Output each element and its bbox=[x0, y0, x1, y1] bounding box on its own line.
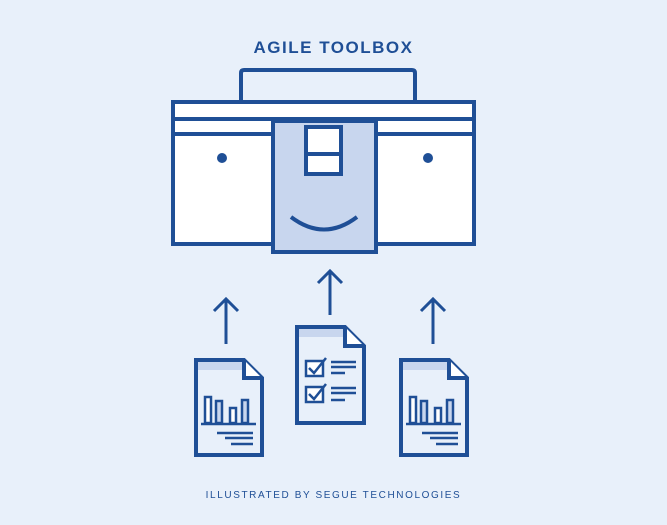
illustration-credit: ILLUSTRATED BY SEGUE TECHNOLOGIES bbox=[205, 490, 462, 501]
checkbox-checked-icon bbox=[304, 385, 325, 404]
toolbox-latch bbox=[304, 125, 343, 176]
smile bbox=[289, 215, 359, 232]
toolbox-dot-left bbox=[217, 153, 227, 163]
toolbox-dot-right bbox=[423, 153, 433, 163]
arrow-up-icon bbox=[419, 296, 447, 344]
checkbox-checked-icon bbox=[304, 359, 325, 378]
chart-document-icon bbox=[399, 358, 469, 457]
toolbox-handle bbox=[239, 68, 417, 101]
toolbox-icon bbox=[171, 68, 476, 254]
arrow-up-icon bbox=[212, 296, 240, 344]
arrow-up-icon bbox=[316, 268, 344, 315]
chart-document-icon bbox=[194, 358, 264, 457]
checklist-document-icon bbox=[295, 325, 366, 425]
illustration-title: AGILE TOOLBOX bbox=[253, 38, 414, 57]
